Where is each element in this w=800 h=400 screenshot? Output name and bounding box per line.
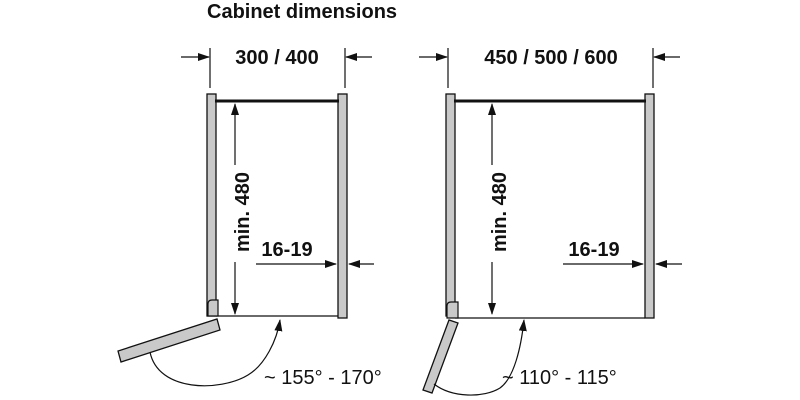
- cabinet-2-width-dimension: [419, 48, 680, 88]
- cabinet-2-angle-label: ~ 110° - 115°: [502, 367, 617, 389]
- diagram-title: Cabinet dimensions: [207, 1, 398, 23]
- cabinet-2-width-label: 450 / 500 / 600: [484, 47, 617, 69]
- cabinet-1: 300 / 400 min. 480 16-19: [117, 47, 382, 389]
- cabinet-1-left-panel: [206, 93, 217, 317]
- cabinet-1-right-panel: [337, 93, 348, 319]
- cabinet-1-angle-label: ~ 155° - 170°: [264, 367, 382, 389]
- cabinet-2-hinge: [446, 301, 459, 319]
- cabinet-1-door: [117, 318, 221, 363]
- cabinet-2: 450 / 500 / 600 min. 480 16-19 ~ 110° - …: [419, 47, 682, 396]
- cabinet-1-angle-arc: [149, 319, 283, 387]
- cabinet-1-height-label: min. 480: [232, 172, 254, 252]
- cabinet-1-hinge: [207, 299, 219, 317]
- cabinet-1-width-dimension: [181, 48, 372, 88]
- cabinet-2-left-panel: [445, 93, 456, 317]
- cabinet-1-thickness-label: 16-19: [261, 239, 312, 261]
- cabinet-2-right-panel: [644, 93, 655, 319]
- cabinet-1-width-label: 300 / 400: [235, 47, 318, 69]
- cabinet-2-height-label: min. 480: [489, 172, 511, 252]
- cabinet-2-thickness-label: 16-19: [568, 239, 619, 261]
- cabinet-2-door: [422, 319, 459, 394]
- cabinet-2-angle-arc: [433, 319, 527, 396]
